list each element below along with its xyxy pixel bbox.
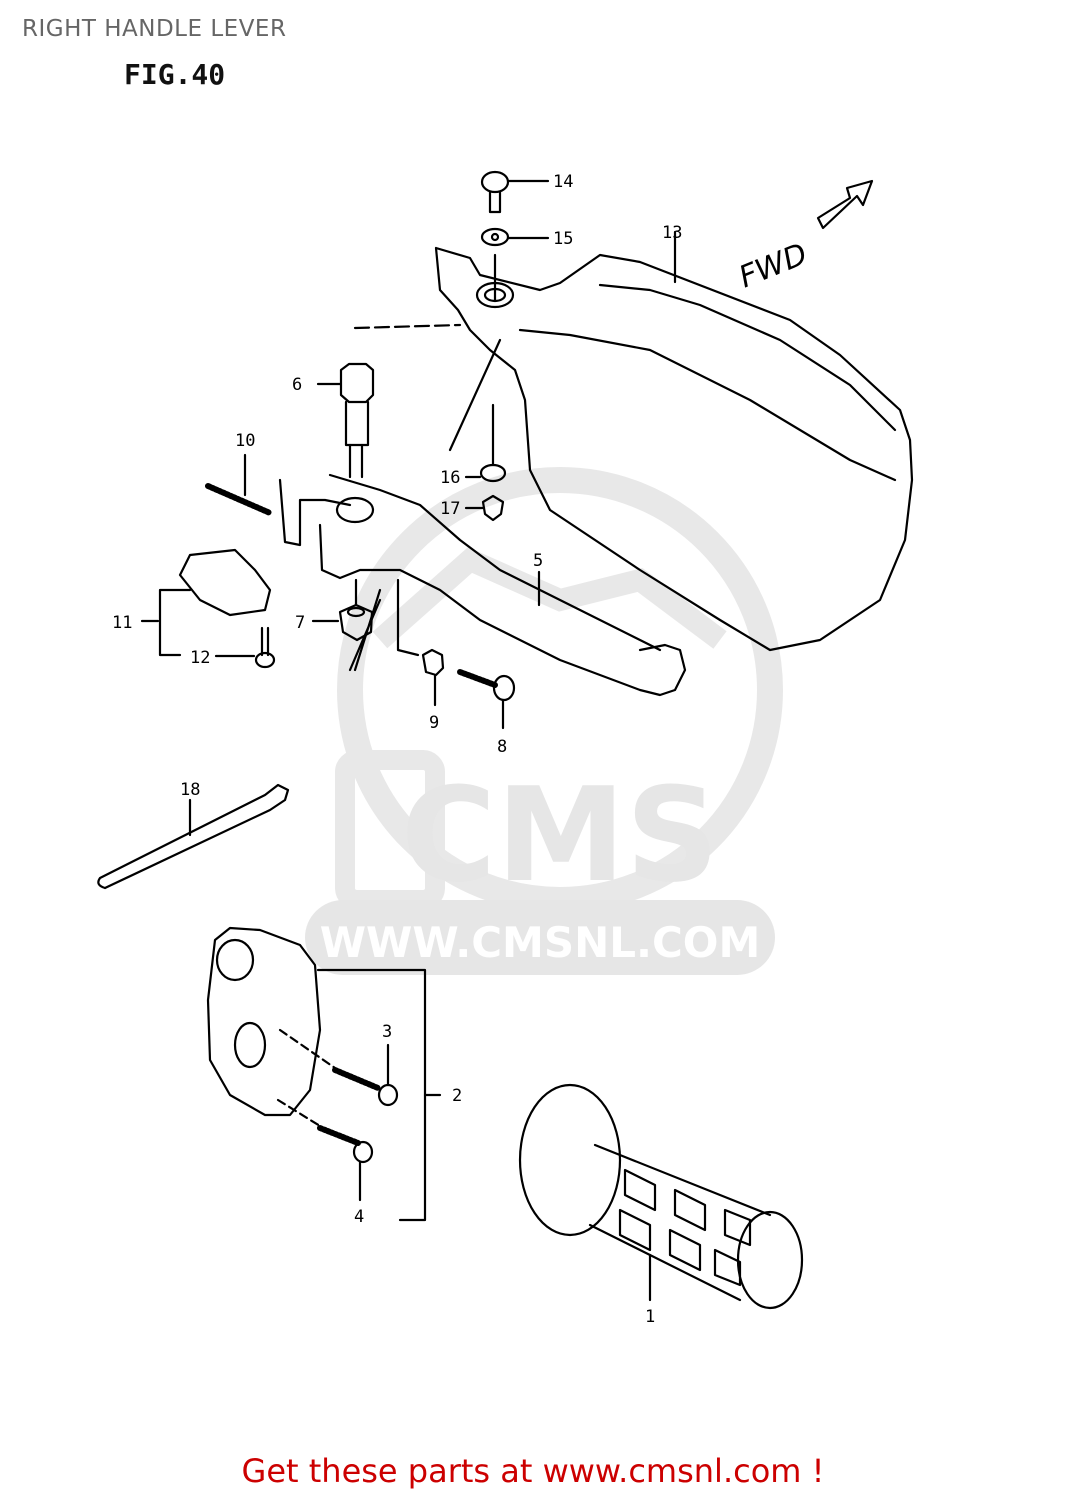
part-2-switch-housing: [206, 926, 442, 1222]
cmsnl-footer-link[interactable]: Get these parts at www.cmsnl.com !: [241, 1452, 825, 1490]
callout-15: 15: [553, 229, 573, 249]
part-9-nut: [396, 578, 445, 707]
svg-text:CMS: CMS: [401, 759, 719, 911]
part-4-screw: [276, 1098, 374, 1202]
callout-10: 10: [235, 431, 255, 451]
part-3-screw: [278, 1028, 399, 1107]
callout-1: 1: [645, 1307, 655, 1327]
figure-label: FIG.40: [124, 58, 226, 91]
watermark-url: WWW.CMSNL.COM: [320, 918, 761, 967]
part-11-brake-switch: [140, 548, 272, 657]
callout-labels: 14 15 13 6 10 16 17 5 11 7 12 9 8 18 3 2…: [112, 172, 682, 1327]
callout-2: 2: [452, 1086, 462, 1106]
part-10-spring: [205, 453, 273, 516]
part-17-nut: [464, 494, 505, 522]
callout-14: 14: [553, 172, 573, 192]
callout-6: 6: [292, 375, 302, 395]
callout-8: 8: [497, 737, 507, 757]
part-6-pivot-bolt: [316, 362, 375, 479]
callout-13: 13: [662, 223, 682, 243]
callout-9: 9: [429, 713, 439, 733]
callout-17: 17: [440, 499, 460, 519]
fwd-label: FWD: [734, 237, 812, 296]
callout-11: 11: [112, 613, 132, 633]
part-18-cable-tie: [97, 783, 290, 890]
part-8-adjuster-screw: [457, 669, 516, 730]
fwd-arrow-icon: [816, 179, 874, 230]
part-13-hand-guard: [353, 230, 914, 652]
callout-4: 4: [354, 1207, 364, 1227]
cms-watermark: CMS WWW.CMSNL.COM: [305, 467, 783, 975]
part-1-grip: [518, 1083, 804, 1310]
part-5-brake-lever: [278, 473, 687, 697]
callout-5: 5: [533, 551, 543, 571]
part-14-bolt: [480, 170, 550, 214]
page-title: RIGHT HANDLE LEVER: [22, 16, 287, 42]
callout-18: 18: [180, 780, 200, 800]
part-16-washer: [464, 403, 507, 483]
part-7-nut: [311, 578, 382, 672]
callout-16: 16: [440, 468, 460, 488]
callout-7: 7: [295, 613, 305, 633]
part-12-screw: [214, 626, 276, 669]
callout-12: 12: [190, 648, 210, 668]
callout-3: 3: [382, 1022, 392, 1042]
part-15-washer: [480, 227, 550, 302]
